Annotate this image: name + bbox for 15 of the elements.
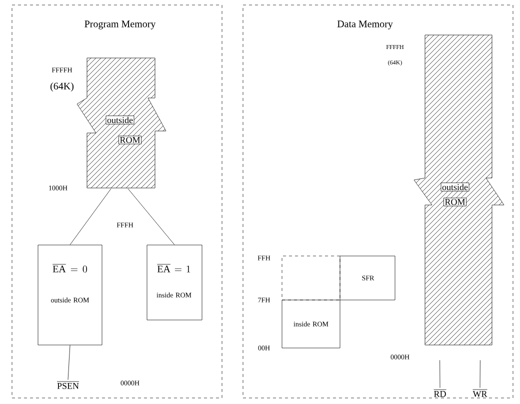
box-text: $\overline{\mathrm{EA}}=1$	[157, 264, 190, 272]
box-text: $\overline{\mathrm{EA}}=0$	[52, 264, 88, 272]
connector-line	[128, 188, 175, 245]
boxed-label: outside	[440, 182, 470, 192]
boxed-label: outside	[106, 116, 134, 124]
connector-line	[68, 344, 70, 380]
signal-name: $\overline{\mathrm{RD}}$	[434, 390, 446, 397]
connector-line	[70, 188, 112, 245]
signal-name: $\overline{\mathrm{PSEN}}$	[57, 382, 79, 390]
boxed-label: ROM	[118, 136, 142, 144]
boxed-label: ROM	[444, 198, 466, 206]
memory-box	[282, 256, 340, 300]
panel-title: Program Memory	[84, 20, 156, 30]
panel-title: Data Memory	[337, 20, 393, 30]
signal-name: $\overline{\mathrm{WR}}$	[472, 390, 488, 397]
